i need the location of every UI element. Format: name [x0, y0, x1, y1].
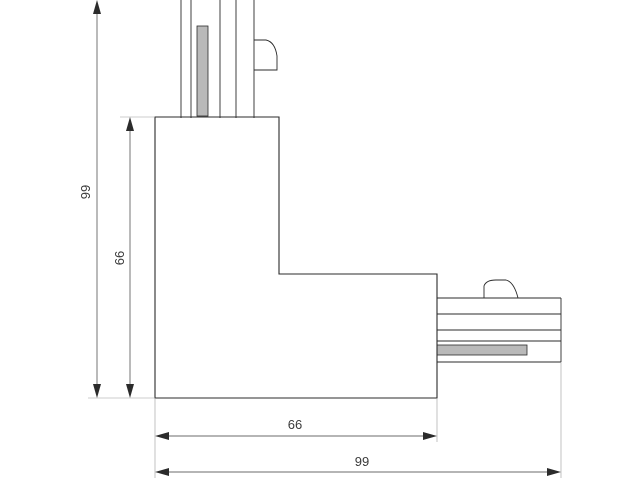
horizontal-contact-strip — [436, 344, 528, 356]
extension-lines — [88, 116, 562, 478]
vertical-latch — [254, 39, 278, 71]
dim-arrow — [93, 0, 101, 14]
dim-total-height-label: 99 — [78, 185, 93, 199]
dim-inner-width: 66 — [155, 417, 437, 440]
horizontal-latch — [483, 279, 519, 299]
dim-arrow — [126, 117, 134, 131]
dim-inner-width-label: 66 — [288, 417, 302, 432]
vertical-track-section — [180, 0, 278, 118]
dim-total-width-label: 99 — [355, 454, 369, 469]
dim-arrow — [126, 384, 134, 398]
dim-arrow — [155, 468, 169, 476]
horizontal-track-section — [436, 279, 562, 363]
vertical-contact-strip — [196, 25, 209, 117]
connector-body — [154, 116, 438, 399]
dim-arrow — [155, 432, 169, 440]
dim-arrow — [93, 384, 101, 398]
dim-inner-height-label: 66 — [112, 251, 127, 265]
dim-total-height: 99 — [78, 0, 101, 398]
dim-arrow — [547, 468, 561, 476]
dim-inner-height: 66 — [112, 117, 134, 398]
dim-arrow — [423, 432, 437, 440]
dim-total-width: 99 — [155, 454, 561, 476]
